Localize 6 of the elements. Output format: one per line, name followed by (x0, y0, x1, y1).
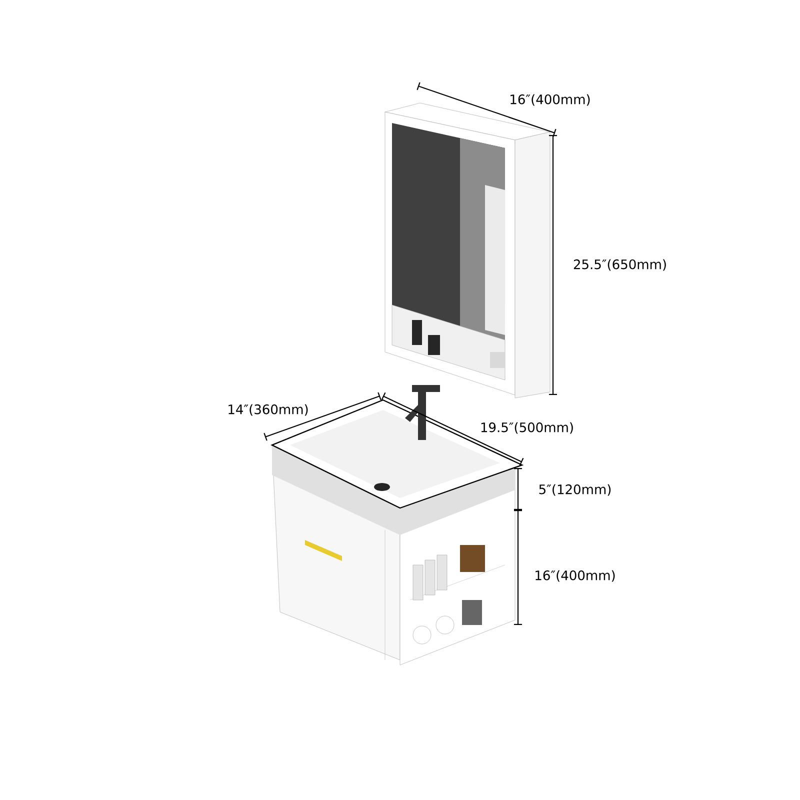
dimension-label: 16″(400mm) (536, 570, 615, 582)
dimension-label: 14″(360mm) (228, 404, 308, 416)
dimension-label: 16″(400mm) (510, 94, 590, 106)
dimension-label: 19.5″(500mm) (481, 422, 573, 434)
dimension-label: 25.5″(650mm) (574, 259, 666, 271)
dimension-label: 5″(120mm) (539, 484, 611, 496)
